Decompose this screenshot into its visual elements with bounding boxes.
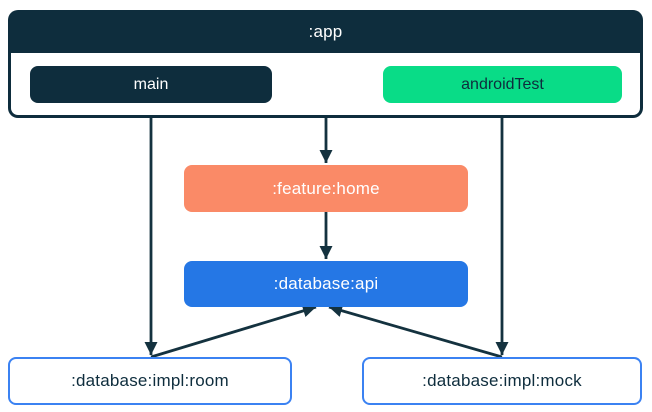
sourceset-androidtest-label: androidTest <box>461 75 544 93</box>
edge-database-impl-mock-to-database-api <box>328 304 503 359</box>
module-database-api-label: :database:api <box>273 274 379 293</box>
module-app-body: main androidTest <box>11 53 640 115</box>
module-database-api: :database:api <box>184 261 468 307</box>
module-database-impl-room: :database:impl:room <box>8 357 292 405</box>
sourceset-main: main <box>30 66 272 103</box>
module-app-header: :app <box>8 10 643 53</box>
module-app-label: :app <box>308 21 343 41</box>
module-app: :app main androidTest <box>8 10 643 118</box>
module-database-impl-mock: :database:impl:mock <box>362 357 642 405</box>
sourceset-main-label: main <box>133 75 169 93</box>
edge-database-impl-room-to-database-api <box>150 304 317 359</box>
module-database-impl-room-label: :database:impl:room <box>71 371 229 390</box>
module-database-impl-mock-label: :database:impl:mock <box>422 371 582 390</box>
module-feature-home-label: :feature:home <box>272 178 380 198</box>
sourceset-androidtest: androidTest <box>383 66 622 103</box>
module-feature-home: :feature:home <box>184 165 468 212</box>
